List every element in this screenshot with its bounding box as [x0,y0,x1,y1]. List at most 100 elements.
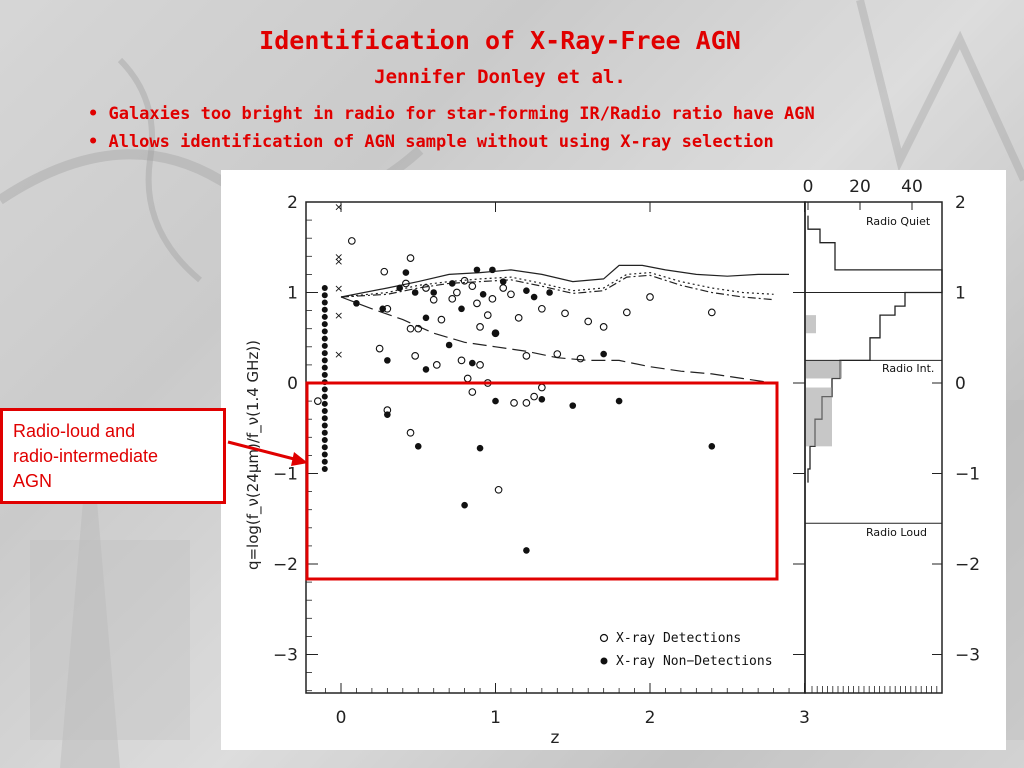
series-x-ray-detections [313,237,716,494]
limit-marker [321,429,328,436]
limit-marker [321,321,328,328]
data-point-detection [422,284,430,292]
x-axis-label: z [551,728,560,748]
data-point-detection [473,299,481,308]
data-point-non-detection [353,300,360,307]
limit-marker [321,408,328,415]
data-point-non-detection [538,395,546,403]
limit-marker [321,444,328,451]
hist-right-tick-label: 1 [955,284,966,304]
data-point-non-detection [523,547,530,554]
plot-panel [221,170,1006,750]
limit-cross: × [334,282,343,295]
limit-marker [321,422,328,429]
data-point-detection [530,392,538,401]
data-point-non-detection [384,357,391,364]
data-point-detection [476,323,484,331]
limit-cross: × [334,201,343,214]
hist-top-tick-label: 0 [803,177,814,197]
limit-marker [321,451,328,458]
hist-top-tick-label: 20 [849,177,871,197]
data-point-non-detection [569,402,577,409]
data-point-detection [313,397,322,405]
limit-cross: × [334,309,343,322]
data-point-detection [561,309,569,318]
x-tick-label: 1 [490,708,501,728]
limit-marker [321,313,328,320]
model-curves [340,264,789,384]
data-point-detection [553,350,562,358]
data-point-detection [522,399,531,407]
data-point-non-detection [476,444,484,452]
data-point-non-detection [402,269,410,276]
hist-right-tick-label: 2 [955,193,966,213]
x-tick-label: 2 [645,708,656,728]
data-point-detection [522,352,531,360]
data-point-non-detection [458,305,465,313]
hist-right-tick-label: −3 [955,646,980,666]
bullet-item: • Allows identification of AGN sample wi… [88,132,774,152]
data-point-non-detection [396,284,404,292]
data-point-detection [488,294,497,303]
data-point-detection [646,293,654,301]
agn-selection-box [305,381,779,581]
data-point-detection [499,284,508,292]
data-point-non-detection [492,397,499,405]
data-point-non-detection [384,411,391,418]
data-point-non-detection [448,280,456,287]
limit-marker [321,393,328,400]
data-point-non-detection [600,350,607,358]
hist-label-radio-quiet: Radio Quiet [866,215,931,228]
limit-cross: × [334,348,343,361]
data-point-non-detection [379,305,387,313]
hist-top-tick-label: 40 [901,177,923,197]
limit-marker [321,299,328,306]
y-tick-label: 1 [287,284,298,304]
limit-marker [321,350,328,357]
slide-subtitle: Jennifer Donley et al. [374,66,626,88]
limit-marker [321,364,328,371]
data-point-detection [510,399,518,407]
limit-marker [321,306,328,313]
data-point-detection [468,282,477,291]
data-point-non-detection [469,359,476,367]
data-point-detection [402,279,410,288]
upper-limit-markers: ×××××× [321,201,343,472]
data-point-non-detection [422,366,430,373]
bullet-item: • Galaxies too bright in radio for star-… [88,104,815,124]
legend-open-marker [599,633,609,643]
data-point-detection [584,317,593,326]
data-point-detection [463,374,472,383]
curve-long-dash [340,296,774,384]
limit-marker [321,357,328,364]
bullet-list: • Galaxies too bright in radio for star-… [88,100,815,156]
data-point-non-detection [473,266,481,274]
limit-marker [321,386,328,393]
callout-line: AGN [13,471,53,491]
data-point-non-detection [411,289,419,296]
data-point-detection [599,323,608,331]
data-point-non-detection [499,278,507,285]
legend: X-ray Detections X-ray Non−Detections [599,631,773,669]
data-point-non-detection [530,293,538,301]
data-point-non-detection [546,289,553,296]
data-point-detection [432,361,441,369]
data-point-detection [494,485,503,494]
data-point-detection [514,313,523,322]
axis-ticks [306,201,942,693]
data-point-detection [453,288,461,297]
limit-marker [321,437,328,444]
limit-marker [321,400,328,407]
legend-entry-non-detections: X-ray Non−Detections [616,654,773,669]
data-point-detection [468,388,477,396]
data-point-detection [483,311,492,319]
data-point-detection [537,304,546,313]
callout-box: Radio-loud and radio-intermediate AGN [0,408,226,504]
callout-line: Radio-loud and [13,421,136,441]
slide-title: Identification of X-Ray-Free AGN [259,26,741,55]
data-point-detection [375,344,384,353]
limit-marker [321,371,328,378]
histogram-hatched-bin [806,315,816,334]
